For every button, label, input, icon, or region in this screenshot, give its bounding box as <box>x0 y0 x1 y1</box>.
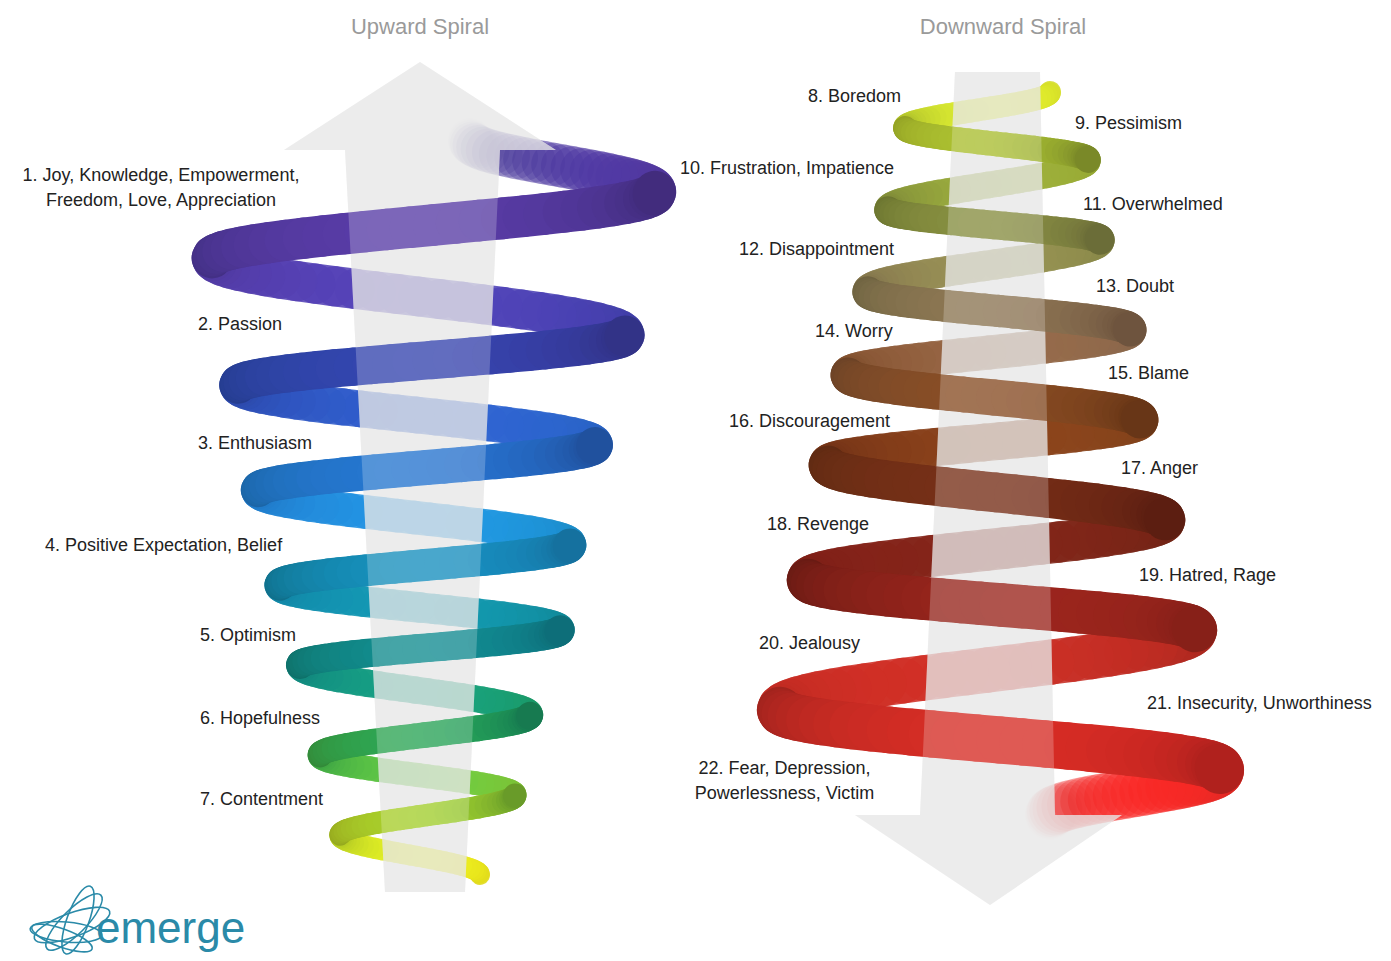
spiral-band <box>624 335 625 337</box>
spiral-band <box>1113 329 1147 330</box>
emotion-label: 6. Hopefulness <box>200 706 320 731</box>
spiral-band <box>516 715 543 716</box>
emotion-label: 9. Pessimism <box>1075 111 1182 136</box>
emotion-label: 2. Passion <box>198 312 282 337</box>
emotion-label: 5. Optimism <box>200 623 296 648</box>
spiral-band <box>553 545 587 546</box>
spiral-band <box>576 445 613 447</box>
spiral-band <box>1085 240 1115 242</box>
spiral-band <box>1098 238 1100 239</box>
emotion-label: 10. Frustration, Impatience <box>680 156 894 181</box>
emotion-label: 13. Doubt <box>1096 274 1174 299</box>
emotion-label: 4. Positive Expectation, Belief <box>45 533 282 558</box>
emotion-label: 12. Disappointment <box>739 237 894 262</box>
logo-text: emerge <box>96 906 245 950</box>
emotion-label: 19. Hatred, Rage <box>1139 563 1276 588</box>
spiral-band <box>1121 419 1159 421</box>
emotion-label: 1. Joy, Knowledge, Empowerment, Freedom,… <box>6 163 316 213</box>
spiral-band <box>654 192 655 194</box>
downward-arrow <box>855 72 1122 905</box>
emotion-label: 3. Enthusiasm <box>198 431 312 456</box>
spiral-band <box>1085 239 1115 240</box>
upward-arrow-glaze <box>284 62 556 892</box>
emotion-label: 16. Discouragement <box>729 409 890 434</box>
spiral-band <box>1144 518 1186 520</box>
downward-arrow-glaze <box>855 72 1122 905</box>
emotion-label: 7. Contentment <box>200 787 323 812</box>
upward-arrow <box>284 62 556 892</box>
emotion-label: 17. Anger <box>1121 456 1198 481</box>
emotion-label: 8. Boredom <box>808 84 901 109</box>
spiral-band <box>545 630 575 631</box>
emotion-label: 14. Worry <box>815 319 893 344</box>
emotion-label: 21. Insecurity, Unworthiness <box>1147 691 1372 716</box>
emotion-label: 11. Overwhelmed <box>1083 192 1223 217</box>
spiral-title: Upward Spiral <box>351 12 489 43</box>
spiral-band <box>1194 628 1195 630</box>
emotion-label: 18. Revenge <box>767 512 869 537</box>
emotion-label: 22. Fear, Depression, Powerlessness, Vic… <box>662 756 907 806</box>
emotion-label: 15. Blame <box>1108 361 1189 386</box>
spiral-band <box>1075 159 1101 160</box>
spiral-title: Downward Spiral <box>920 12 1086 43</box>
spiral-band <box>503 795 527 796</box>
spiral-band <box>1219 768 1220 770</box>
emotion-label: 20. Jealousy <box>759 631 860 656</box>
